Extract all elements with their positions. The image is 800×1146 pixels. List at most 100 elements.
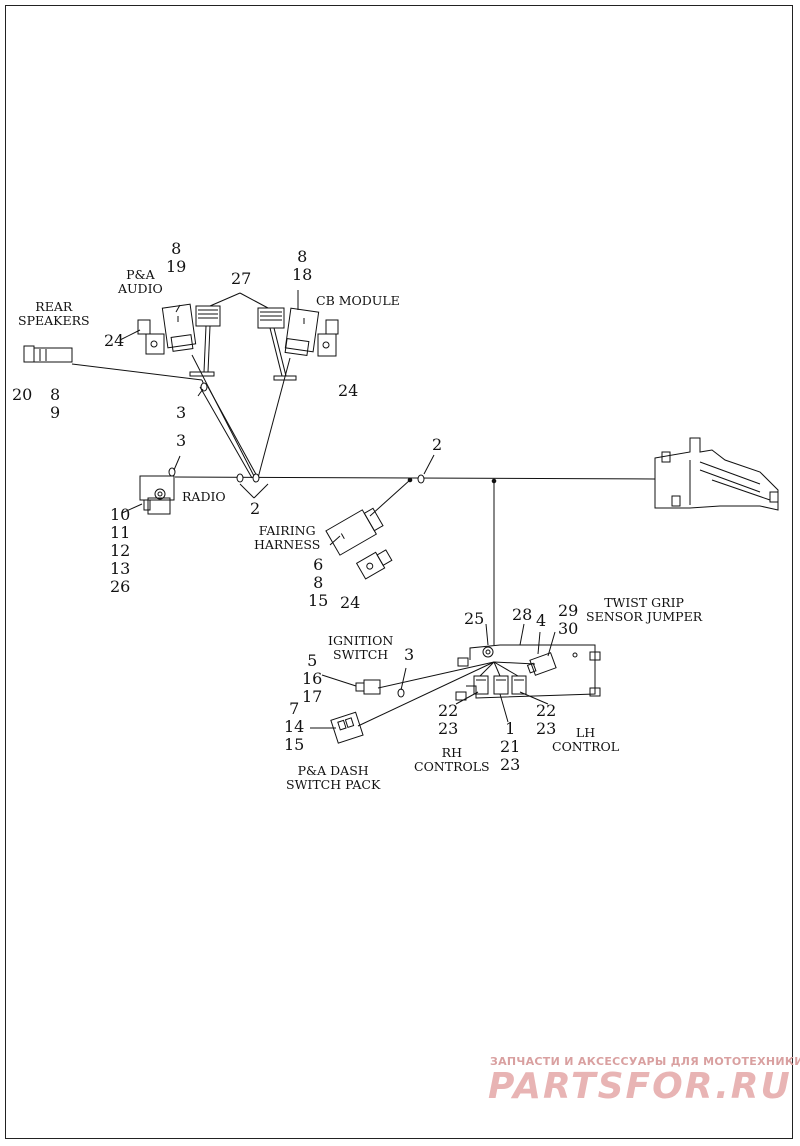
watermark-tagline: ЗАПЧАСТИ И АКСЕССУАРЫ ДЛЯ МОТОТЕХНИКИ: [490, 1055, 800, 1068]
callout-number: 19: [166, 257, 187, 276]
callout-25: 25: [464, 609, 485, 628]
callout-number: 23: [536, 719, 557, 738]
label-line: IGNITION: [328, 633, 394, 648]
callout-20: 20: [12, 385, 33, 404]
label-line: TWIST GRIP: [604, 595, 684, 610]
callout-number: 15: [308, 591, 329, 610]
callout-dash: 7 14 15: [284, 700, 304, 754]
callout-number: 15: [284, 735, 305, 754]
callout-number: 8: [171, 239, 182, 258]
callout-twist: 29 30: [558, 602, 578, 638]
label-line: SENSOR JUMPER: [586, 609, 703, 624]
label-lh-control: LH CONTROL: [552, 726, 619, 754]
connector-27-right: [257, 307, 297, 381]
callout-number: 30: [558, 619, 579, 638]
label-line: RH: [441, 745, 462, 760]
connector-27-left: [189, 305, 221, 377]
label-line: AUDIO: [118, 281, 163, 296]
label-cb-module: CB MODULE: [316, 293, 400, 308]
label-line: REAR: [35, 299, 73, 314]
fairing-branch: [369, 479, 411, 517]
label-line: SPEAKERS: [18, 313, 90, 328]
callout-cb: 8 18: [292, 248, 312, 284]
label-ignition-switch: IGNITION SWITCH: [328, 634, 393, 662]
label-rh-controls: RH CONTROLS: [414, 746, 490, 774]
radio-connector: [139, 475, 175, 515]
callout-2-right: 2: [432, 435, 443, 454]
callout-number: 10: [110, 505, 131, 524]
main-harness-line: [174, 476, 656, 480]
callout-number: 22: [536, 701, 557, 720]
callout-number: 1: [505, 719, 516, 738]
label-pa-dash: P&A DASH SWITCH PACK: [286, 764, 380, 792]
switch-housing: [455, 644, 601, 701]
callout-24-left: 24: [104, 331, 125, 350]
callout-number: 13: [110, 559, 131, 578]
ignition-wire: [377, 661, 495, 689]
pa-audio-connector: [161, 303, 197, 352]
fairing-harness-connector: [325, 507, 384, 556]
callout-number: 22: [438, 701, 459, 720]
ignition-switch-connector: [355, 679, 381, 695]
label-twist-grip: TWIST GRIP SENSOR JUMPER: [586, 596, 702, 624]
watermark-logo: PARTSFOR.RU: [488, 1066, 792, 1107]
leader-lines: [119, 290, 556, 729]
callout-24-cb: 24: [338, 381, 359, 400]
twist-grip-connector: [526, 652, 557, 676]
callout-pa-audio: 8 19: [166, 240, 186, 276]
diagram-border: [5, 5, 793, 1139]
callout-3-upper: 3: [176, 403, 187, 422]
label-pa-audio: P&A AUDIO: [118, 268, 163, 296]
rear-speaker-connector: [23, 345, 73, 363]
callout-number: 23: [500, 755, 521, 774]
terminal-24-left: [137, 319, 165, 355]
callout-number: 9: [50, 403, 61, 422]
callout-number: 8: [50, 385, 61, 404]
rh-control-connectors: [473, 675, 527, 695]
callout-speaker: 8 9: [50, 386, 60, 422]
label-line: HARNESS: [254, 537, 321, 552]
label-fairing-harness: FAIRING HARNESS: [254, 524, 320, 552]
label-line: FAIRING: [258, 523, 316, 538]
callout-27: 27: [231, 269, 252, 288]
callout-fairing: 6 8 15: [308, 556, 328, 610]
callout-number: 12: [110, 541, 131, 560]
callout-radio: 10 11 12 13 26: [110, 506, 130, 596]
callout-3-ignition: 3: [404, 645, 415, 664]
callout-24-fairing: 24: [340, 593, 361, 612]
label-radio: RADIO: [182, 489, 226, 504]
label-line: LH: [575, 725, 596, 740]
label-line: SWITCH PACK: [286, 777, 381, 792]
dash-switch-connector: [330, 711, 364, 744]
callout-number: 23: [438, 719, 459, 738]
callout-ignition: 5 16 17: [302, 652, 322, 706]
fairing-cap-component: [654, 437, 779, 511]
callout-number: 18: [292, 265, 313, 284]
callout-3-radio: 3: [176, 431, 187, 450]
speaker-wire: [71, 363, 203, 381]
label-rear-speakers: REAR SPEAKERS: [18, 300, 90, 328]
callout-1: 1 21 23: [500, 720, 520, 774]
callout-number: 7: [289, 699, 300, 718]
cb-module-connector: [284, 307, 320, 357]
junction-clips: [168, 382, 425, 698]
callout-number: 5: [307, 651, 318, 670]
label-line: CONTROL: [552, 739, 620, 754]
label-line: P&A DASH: [297, 763, 369, 778]
callout-28: 28: [512, 605, 533, 624]
callout-number: 26: [110, 577, 131, 596]
callout-number: 8: [313, 573, 324, 592]
callout-number: 6: [313, 555, 324, 574]
dash-wire: [357, 661, 495, 727]
terminal-24-cb: [317, 319, 339, 357]
callout-4: 4: [536, 611, 547, 630]
callout-22-left: 22 23: [438, 702, 458, 738]
callout-number: 11: [110, 523, 131, 542]
callout-22-right: 22 23: [536, 702, 556, 738]
terminal-24-fairing: [355, 549, 393, 580]
callout-2-left: 2: [250, 499, 261, 518]
callout-number: 29: [558, 601, 579, 620]
label-line: P&A: [126, 267, 155, 282]
callout-number: 21: [500, 737, 521, 756]
